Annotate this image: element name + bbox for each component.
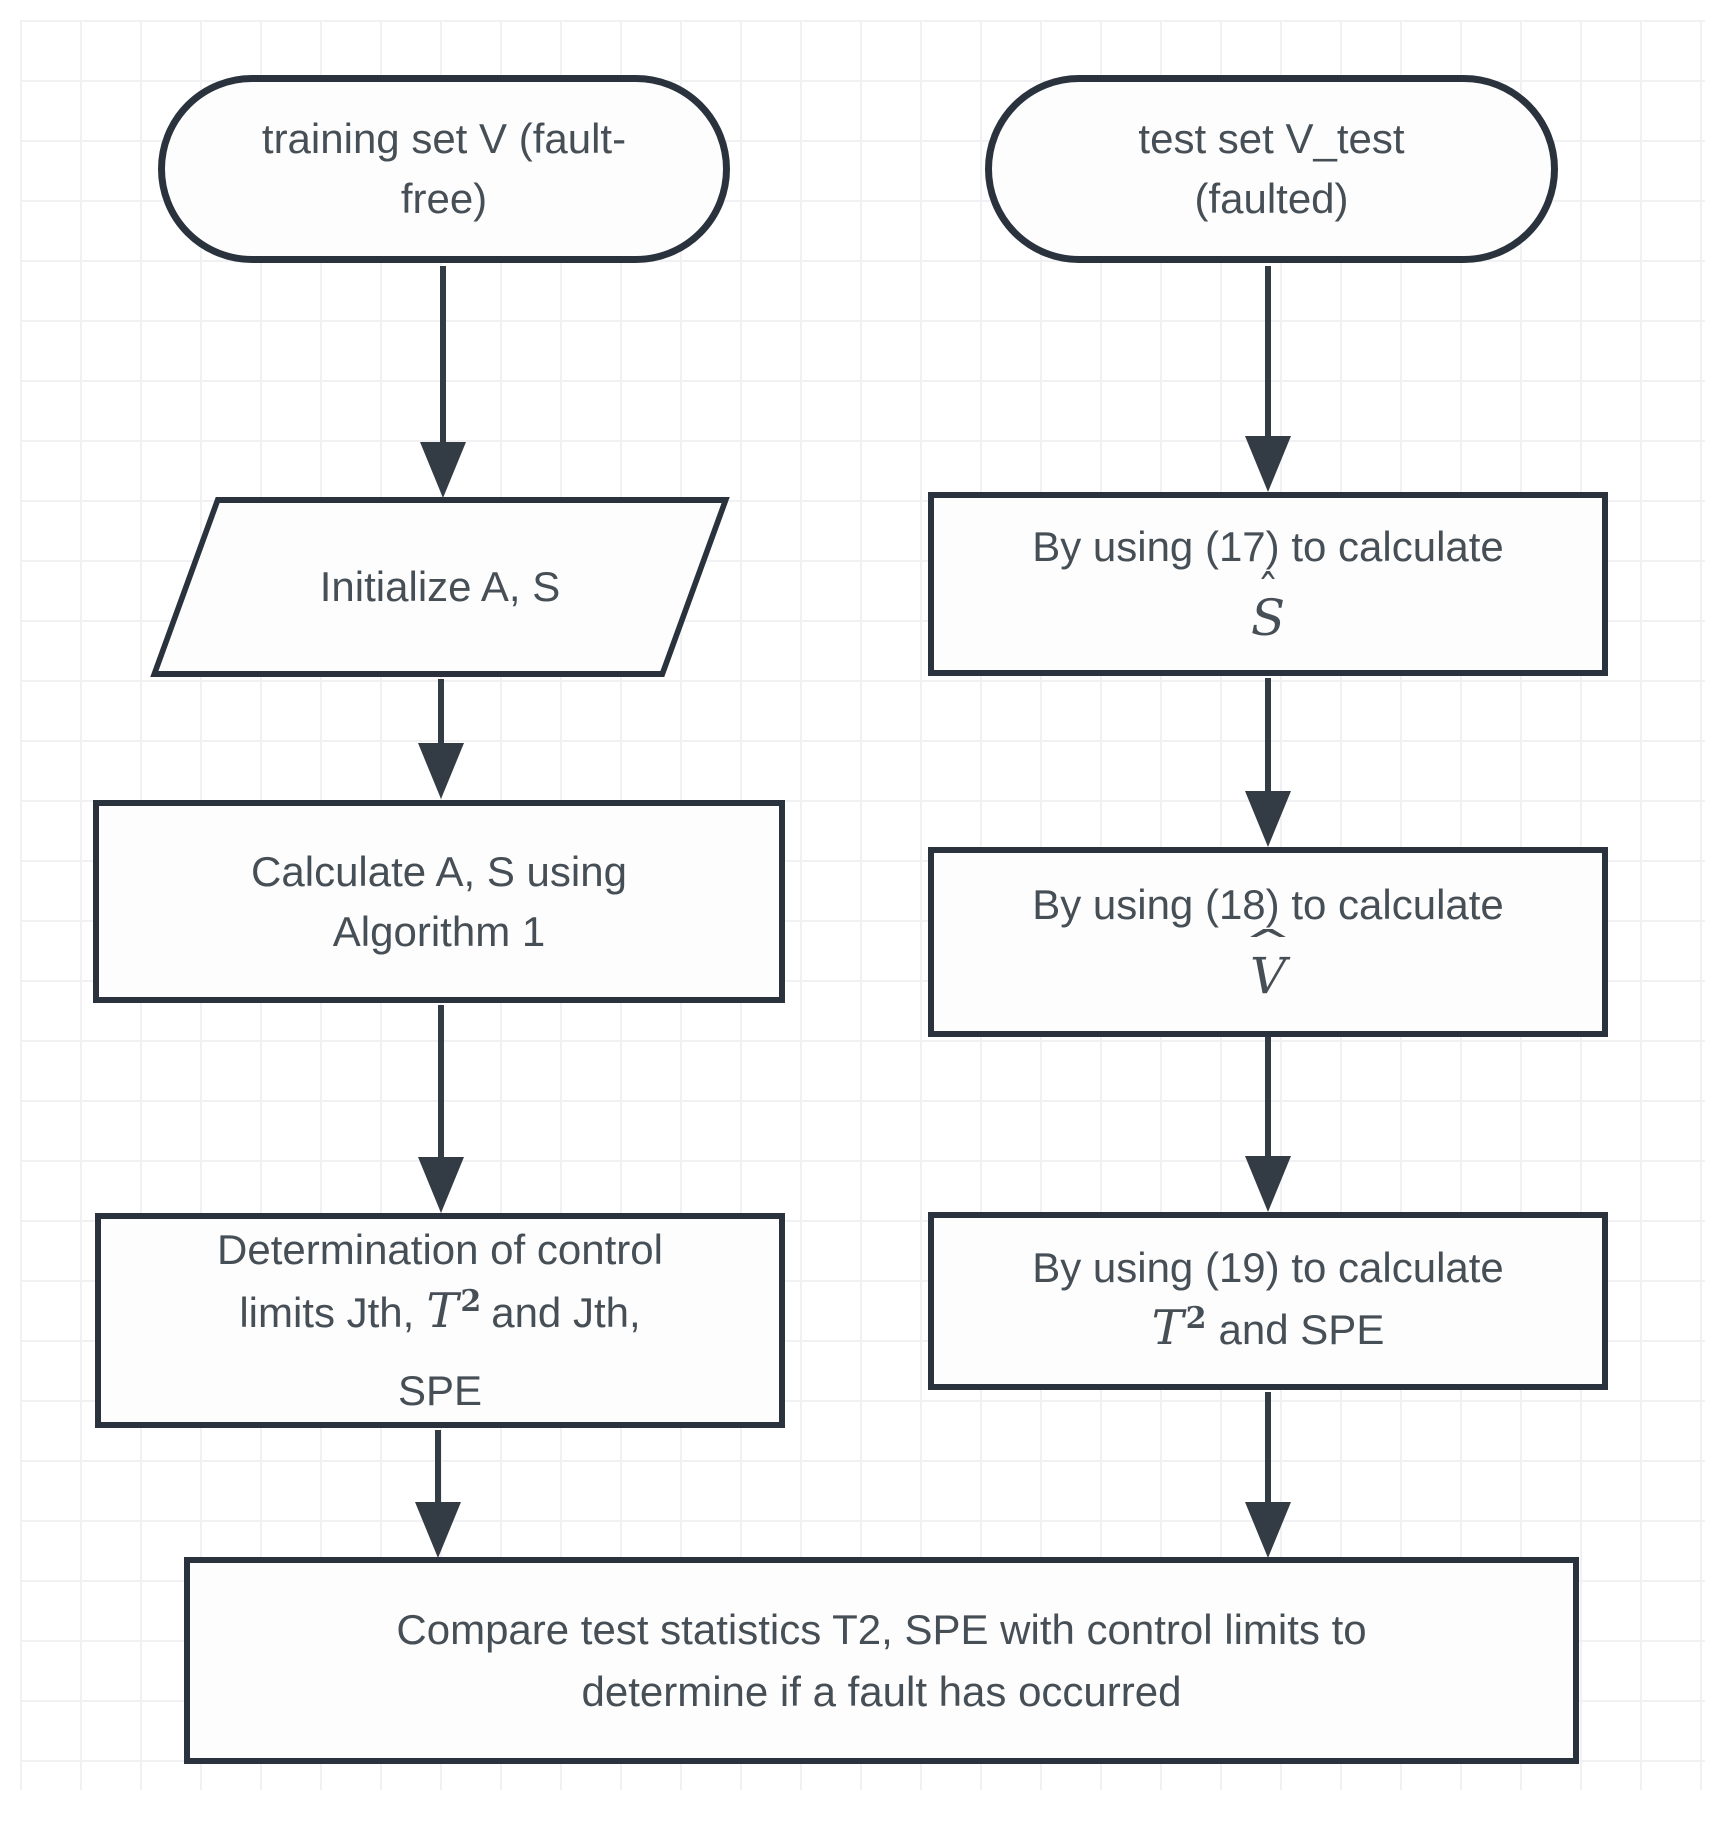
node-calc-17-line1: By using (17) to calculate [1032, 523, 1504, 570]
arrow-stem [1265, 1392, 1271, 1506]
math-base: V [1249, 947, 1287, 1005]
node-calc-19-tail: and SPE [1218, 1305, 1385, 1353]
node-calculate-as: Calculate A, S using Algorithm 1 [93, 800, 785, 1003]
arrow-stem [1265, 266, 1271, 440]
arrow-calc18-to-calc19 [1245, 1037, 1291, 1212]
arrow-stem [440, 266, 446, 446]
arrow-calc17-to-calc18 [1245, 678, 1291, 847]
math-superscript: 2 [1185, 1300, 1207, 1336]
v-hat-math: ˆ V [1239, 928, 1296, 1009]
node-calc-17: By using (17) to calculate ˆ S [928, 492, 1608, 676]
arrow-test-to-calc17 [1245, 266, 1291, 492]
node-test-set-line1: test set V_test [1138, 115, 1405, 162]
arrow-head-icon [1245, 1502, 1291, 1558]
t-squared-math: T2 [426, 1283, 482, 1339]
math-superscript: 2 [460, 1284, 482, 1319]
math-base: T [426, 1283, 459, 1339]
node-calc-18: By using (18) to calculate ˆ V [928, 847, 1608, 1037]
node-control-limits-line2-pre: limits Jth, [239, 1289, 415, 1336]
arrow-stem [438, 1005, 444, 1161]
node-compare: Compare test statistics T2, SPE with con… [184, 1557, 1579, 1764]
node-control-limits-line1: Determination of control [217, 1226, 663, 1273]
node-training-set: training set V (fault- free) [158, 75, 730, 263]
node-training-set-line1: training set V (fault- [261, 115, 627, 162]
node-control-limits-line2-post: and Jth, [491, 1289, 641, 1336]
node-initialize: Initialize A, S [150, 497, 730, 677]
arrow-stem [1265, 1037, 1271, 1160]
node-test-set-line2: (faulted) [1194, 175, 1349, 222]
arrow-initialize-to-calculate [418, 679, 464, 799]
arrow-calculate-to-control-limits [418, 1005, 464, 1213]
arrow-head-icon [1245, 791, 1291, 847]
arrow-head-icon [415, 1502, 461, 1558]
node-compare-line2: determine if a fault has occurred [581, 1667, 1182, 1715]
s-hat-math: ˆ S [1250, 570, 1286, 651]
node-test-set: test set V_test (faulted) [985, 75, 1558, 263]
node-training-set-line2: free) [400, 175, 488, 222]
hat-accent-icon: ˆ [1239, 924, 1297, 975]
arrow-stem [435, 1430, 441, 1506]
arrow-stem [1265, 678, 1271, 795]
arrow-control-limits-to-compare [415, 1430, 461, 1558]
node-initialize-label: Initialize A, S [319, 563, 561, 610]
math-base: S [1250, 589, 1286, 647]
math-base: T [1151, 1299, 1184, 1356]
node-calculate-as-line1: Calculate A, S using [251, 847, 627, 895]
arrow-head-icon [418, 1157, 464, 1213]
node-calculate-as-line2: Algorithm 1 [332, 907, 546, 955]
node-control-limits-line3: SPE [397, 1367, 483, 1414]
arrow-head-icon [1245, 1156, 1291, 1212]
node-calc-19-line1: By using (19) to calculate [1032, 1243, 1504, 1291]
arrow-head-icon [420, 442, 466, 498]
arrow-training-to-initialize [420, 266, 466, 498]
arrow-head-icon [1245, 436, 1291, 492]
node-calc-18-line1: By using (18) to calculate [1032, 881, 1504, 928]
arrow-stem [438, 679, 444, 747]
t-squared-math: T2 [1151, 1299, 1207, 1356]
hat-accent-icon: ˆ [1256, 566, 1279, 617]
arrow-calc19-to-compare [1245, 1392, 1291, 1558]
node-compare-line1: Compare test statistics T2, SPE with con… [396, 1605, 1367, 1653]
arrow-head-icon [418, 743, 464, 799]
